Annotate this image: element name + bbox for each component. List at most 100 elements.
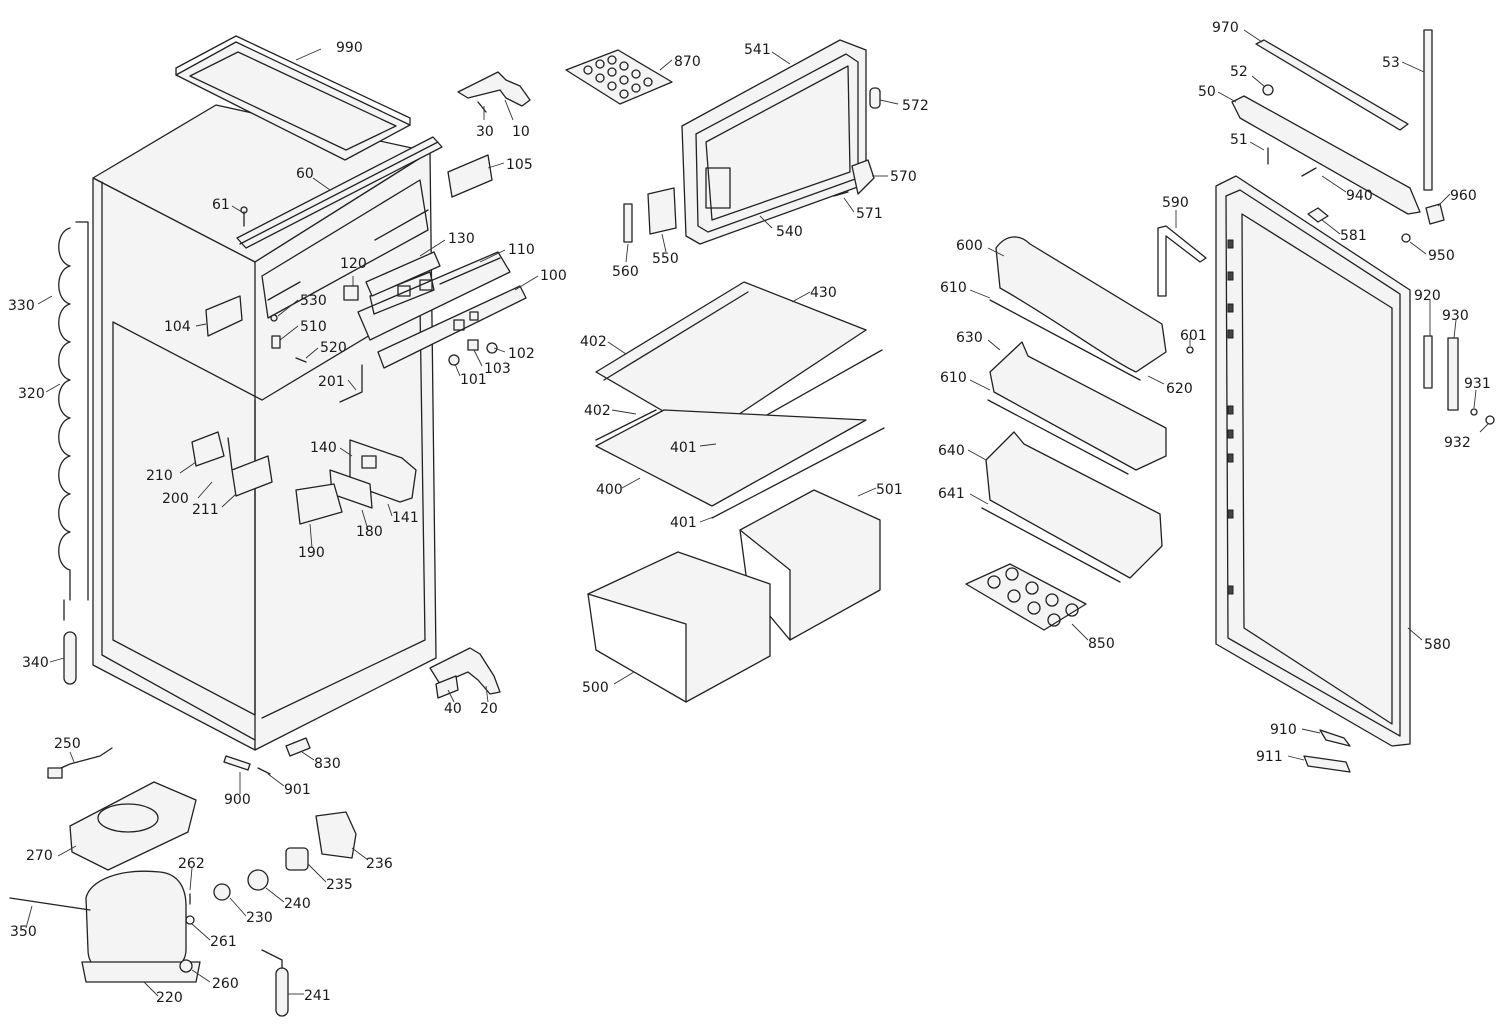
- sensor-241: [261, 949, 289, 1017]
- small-parts-101-103: [448, 339, 498, 366]
- label-141: 141: [392, 510, 419, 526]
- label-340: 340: [22, 655, 49, 671]
- lamp-bracket-210: [191, 431, 233, 471]
- relay-236: [315, 811, 357, 859]
- label-211: 211: [192, 502, 219, 518]
- label-641: 641: [938, 486, 965, 502]
- label-30: 30: [476, 124, 494, 140]
- label-103: 103: [484, 361, 511, 377]
- rod-53: [1423, 29, 1433, 191]
- label-911: 911: [1256, 749, 1283, 765]
- label-600: 600: [956, 238, 983, 254]
- label-210: 210: [146, 468, 173, 484]
- housing-270: [69, 781, 197, 871]
- cover-190: [295, 483, 343, 525]
- label-560: 560: [612, 264, 639, 280]
- label-901: 901: [284, 782, 311, 798]
- starter-235: [285, 847, 309, 871]
- label-550: 550: [652, 251, 679, 267]
- door-shelf-630: [987, 341, 1167, 475]
- label-520: 520: [320, 340, 347, 356]
- label-990: 990: [336, 40, 363, 56]
- pipe-350: [9, 897, 91, 911]
- label-140: 140: [310, 440, 337, 456]
- panel-130: [365, 251, 441, 297]
- cap-230: [213, 883, 231, 901]
- door-shelf-600: [989, 236, 1167, 381]
- pin-601: [1186, 346, 1194, 354]
- rail-60: [236, 136, 443, 249]
- freezer-door-540: [681, 39, 867, 245]
- bar-590: [1157, 225, 1207, 297]
- label-870: 870: [674, 54, 701, 70]
- label-501: 501: [876, 482, 903, 498]
- hinge-560: [623, 203, 633, 243]
- bracket-105: [447, 154, 493, 198]
- label-50: 50: [1198, 84, 1216, 100]
- label-910: 910: [1270, 722, 1297, 738]
- label-261: 261: [210, 934, 237, 950]
- label-130: 130: [448, 231, 475, 247]
- egg-tray-870: [565, 49, 673, 105]
- label-950: 950: [1428, 248, 1455, 264]
- label-190: 190: [298, 545, 325, 561]
- crisper-drawer-500: [587, 551, 771, 703]
- hinge-plate-50: [1231, 95, 1421, 215]
- label-931: 931: [1464, 376, 1491, 392]
- label-430: 430: [810, 285, 837, 301]
- label-235: 235: [326, 877, 353, 893]
- label-540: 540: [776, 224, 803, 240]
- label-850: 850: [1088, 636, 1115, 652]
- label-10: 10: [512, 124, 530, 140]
- label-970: 970: [1212, 20, 1239, 36]
- label-402b: 402: [584, 403, 611, 419]
- drain-tube-340: [63, 631, 77, 685]
- label-530: 530: [300, 293, 327, 309]
- label-51: 51: [1230, 132, 1248, 148]
- label-581: 581: [1340, 228, 1367, 244]
- label-580: 580: [1424, 637, 1451, 653]
- hinge-910-911: [1303, 729, 1351, 773]
- hinge-920-930: [1423, 335, 1495, 425]
- lamp-cover-211: [231, 455, 273, 497]
- label-940: 940: [1346, 188, 1373, 204]
- label-250: 250: [54, 736, 81, 752]
- label-40: 40: [444, 701, 462, 717]
- label-105: 105: [506, 157, 533, 173]
- bracket-40: [435, 675, 459, 699]
- callout-labels: 990 30 10 105 60 61 130 110 120 100 530 …: [8, 20, 1491, 1006]
- plate-830: [285, 737, 311, 757]
- handle-570: [851, 159, 875, 195]
- label-100: 100: [540, 268, 567, 284]
- bolts-260-262: [179, 893, 195, 973]
- cover-550: [647, 187, 677, 235]
- label-320: 320: [18, 386, 45, 402]
- label-932: 932: [1444, 435, 1471, 451]
- label-900: 900: [224, 792, 251, 808]
- label-262: 262: [178, 856, 205, 872]
- label-590: 590: [1162, 195, 1189, 211]
- label-236: 236: [366, 856, 393, 872]
- label-61: 61: [212, 197, 230, 213]
- label-120: 120: [340, 256, 367, 272]
- control-housing-110: [357, 251, 511, 341]
- power-cord-250: [47, 747, 113, 779]
- small-parts-51-52: [1262, 84, 1317, 177]
- egg-tray-850: [965, 563, 1087, 631]
- label-402a: 402: [580, 334, 607, 350]
- clip-572: [869, 87, 881, 109]
- label-572: 572: [902, 98, 929, 114]
- label-920: 920: [1414, 288, 1441, 304]
- label-571: 571: [856, 206, 883, 222]
- plate-900: [223, 755, 271, 775]
- label-52: 52: [1230, 64, 1248, 80]
- cap-240: [247, 869, 269, 891]
- label-350: 350: [10, 924, 37, 940]
- label-230: 230: [246, 910, 273, 926]
- panel-100: [377, 285, 527, 369]
- screw-950-icon: [1401, 233, 1411, 243]
- label-102: 102: [508, 346, 535, 362]
- label-570: 570: [890, 169, 917, 185]
- label-104: 104: [164, 319, 191, 335]
